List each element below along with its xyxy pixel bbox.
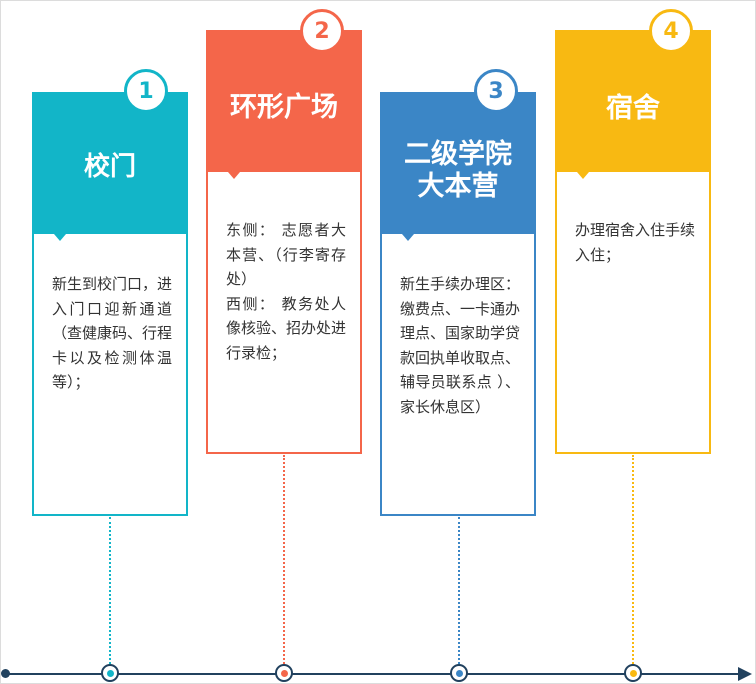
step-number-badge-2: 2: [300, 9, 344, 53]
connector-line-2: [283, 455, 285, 664]
step-notch: [54, 234, 66, 241]
step-description-gate: 新生到校门口，进入门口迎新通道（查健康码、行程卡以及检测体温等）；: [52, 275, 173, 391]
timeline-start-dot: [1, 669, 10, 678]
timeline-node-3: [450, 664, 468, 682]
connector-line-4: [632, 455, 634, 664]
step-title-dormitory: 宿舍: [555, 30, 711, 172]
step-card-gate: 校门 新生到校门口，进入门口迎新通道（查健康码、行程卡以及检测体温等）；: [32, 92, 188, 516]
timeline-node-4: [624, 664, 642, 682]
step-description-dormitory: 办理宿舍入住手续入住；: [575, 221, 696, 264]
step-card-college: 二级学院 大本营 新生手续办理区：缴费点、一卡通办理点、国家助学贷款回执单收取点…: [380, 92, 536, 516]
step-card-plaza: 环形广场 东侧： 志愿者大本营、（行李寄存处） 西侧： 教务处人像核验、招办处进…: [206, 30, 362, 454]
step-number-badge-1: 1: [124, 69, 168, 113]
step-title-plaza: 环形广场: [206, 30, 362, 172]
step-description-plaza: 东侧： 志愿者大本营、（行李寄存处） 西侧： 教务处人像核验、招办处进行录检；: [226, 221, 347, 362]
step-number-badge-4: 4: [649, 9, 693, 53]
step-description-college: 新生手续办理区：缴费点、一卡通办理点、国家助学贷款回执单收取点、辅导员联系点 ）…: [400, 275, 521, 416]
connector-line-1: [109, 517, 111, 664]
timeline-node-2: [275, 664, 293, 682]
step-card-dormitory: 宿舍 办理宿舍入住手续入住；: [555, 30, 711, 454]
timeline-axis: [6, 673, 740, 675]
timeline-arrow-icon: [738, 667, 752, 681]
step-notch: [402, 234, 414, 241]
timeline-node-1: [101, 664, 119, 682]
step-title-gate: 校门: [32, 92, 188, 234]
step-number-badge-3: 3: [474, 69, 518, 113]
step-notch: [228, 172, 240, 179]
step-notch: [577, 172, 589, 179]
connector-line-3: [458, 517, 460, 664]
step-title-college: 二级学院 大本营: [380, 92, 536, 234]
